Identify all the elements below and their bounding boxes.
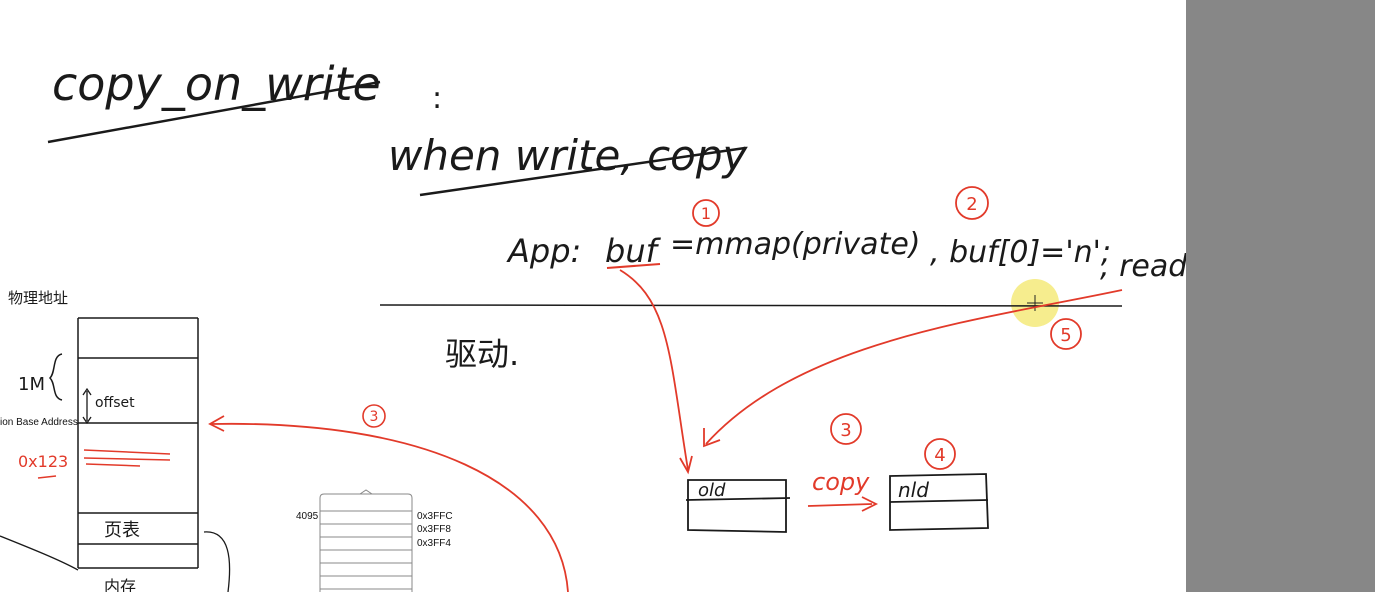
diagram-svg: copy_on_write : when write, copy App: bu… [0, 57, 1186, 592]
step2-circle [955, 186, 989, 220]
page-table-label: 页表 [104, 520, 140, 541]
step1-num: 1 [701, 204, 711, 223]
step1-circle [692, 199, 720, 227]
new-box-step-circle [924, 438, 956, 470]
stack-address: 0x3FFC [417, 511, 453, 522]
new-box-label: nld [898, 478, 929, 502]
app-label: App: [506, 232, 581, 270]
old-box-label: old [698, 480, 726, 501]
copy-arrow [807, 503, 873, 507]
arrow-read-to-old-head [703, 428, 721, 448]
addr-label: 0x123 [18, 452, 68, 471]
stack-diagram [319, 489, 413, 592]
arrow-read-to-old [705, 289, 1123, 445]
physical-memory-table [77, 317, 199, 569]
stack-left-value: 4095 [296, 511, 319, 522]
bottom-label: 内存 [104, 577, 136, 592]
step5-circle [1050, 318, 1082, 350]
whiteboard-canvas: copy_on_write : when write, copy App: bu… [0, 57, 1186, 592]
side-panel [1186, 0, 1375, 592]
assign-expr: , buf[0]='n'; [930, 235, 1111, 270]
heading-underline [47, 80, 381, 144]
kernel-divider [379, 304, 1123, 307]
size-label: 1M [18, 374, 45, 395]
new-box [889, 473, 989, 531]
cursor-crosshair [1027, 295, 1043, 311]
copy-step-num: 3 [840, 420, 851, 441]
kernel-label: 驱动. [445, 335, 519, 373]
side-curve [203, 531, 231, 592]
mmap-expr: =mmap(private) [670, 227, 921, 262]
arrow-buf-to-old-head [679, 455, 693, 475]
subtitle-underline [419, 146, 746, 197]
heading-colon: : [432, 81, 442, 116]
offset-arrow [82, 387, 92, 425]
step5-num: 5 [1060, 325, 1071, 346]
copy-step-label: copy [812, 468, 870, 496]
offset-label: offset [95, 395, 135, 411]
read-label: , read [1100, 249, 1186, 284]
addr-underline [37, 475, 57, 479]
heading-title: copy_on_write [52, 57, 381, 111]
arrow-buf-to-old [619, 269, 689, 471]
copy-step-circle [830, 413, 862, 445]
new-box-step-num: 4 [934, 445, 945, 466]
stack-address: 0x3FF4 [417, 538, 451, 549]
physical-title: 物理地址 [8, 289, 68, 307]
step3-left-circle [362, 404, 386, 428]
bottom-curve [0, 535, 79, 571]
buf-underline [606, 263, 661, 269]
old-box [685, 479, 791, 533]
copy-arrow-head [861, 496, 879, 512]
base-address-label: ion Base Address [0, 417, 78, 428]
addr-lines [83, 449, 171, 467]
stack-address: 0x3FF8 [417, 524, 451, 535]
arrow-to-base-address-head [208, 415, 225, 432]
arrow-to-base-address [211, 422, 569, 592]
size-brace [48, 353, 63, 401]
step3-left-num: 3 [370, 409, 379, 425]
step2-num: 2 [966, 194, 977, 215]
